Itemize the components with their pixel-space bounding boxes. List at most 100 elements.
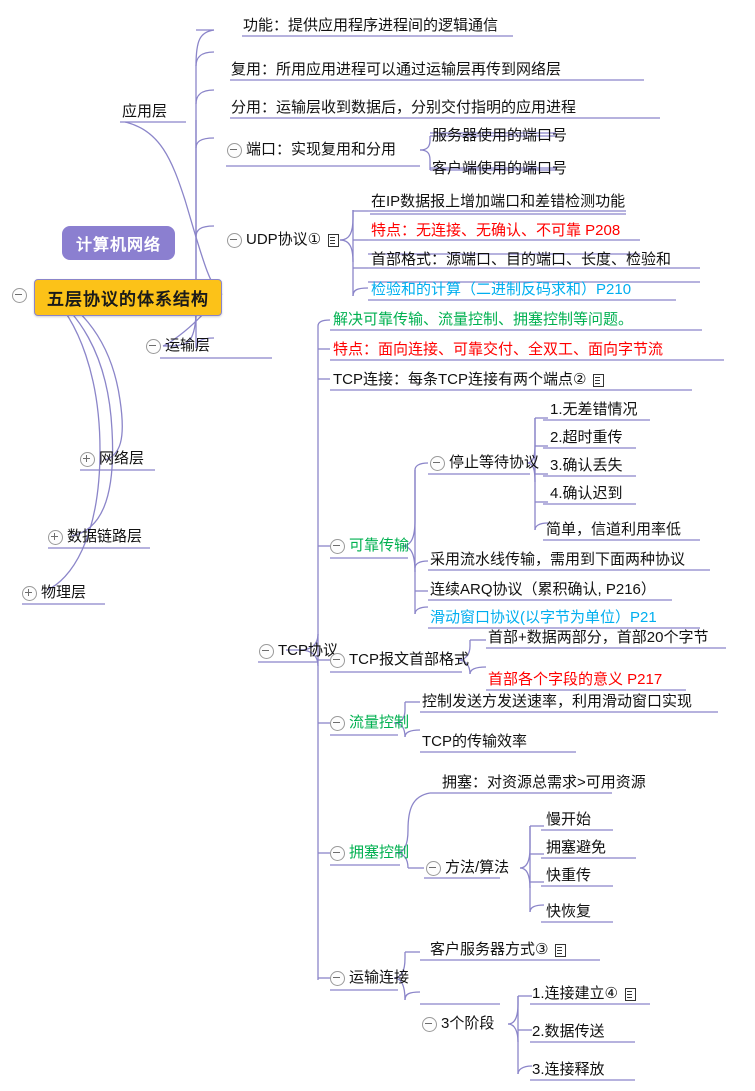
node-application-layer[interactable]: 应用层 [122, 100, 167, 124]
node-three-phases[interactable]: 3个阶段 [422, 1012, 494, 1036]
tcp-child-0-label: 解决可靠传输、流量控制、拥塞控制等问题。 [333, 311, 634, 328]
node-transport-connection[interactable]: 运输连接 [330, 966, 409, 990]
node-method-2[interactable]: 快重传 [546, 864, 591, 888]
transport-demultiplex-label: 分用：运输层收到数据后，分别交付指明的应用进程 [231, 99, 577, 116]
reliable-transmission-label: 可靠传输 [349, 537, 410, 554]
node-reliable-other-0[interactable]: 采用流水线传输，需用到下面两种协议 [430, 548, 685, 572]
congestion-control-toggle[interactable] [330, 845, 345, 861]
node-transport-multiplex[interactable]: 复用：所用应用进程可以通过运输层再传到网络层 [231, 58, 561, 82]
note-icon[interactable] [593, 373, 605, 387]
node-tcp-protocol[interactable]: TCP协议 [259, 639, 338, 663]
network-layer-toggle[interactable] [80, 451, 95, 467]
application-layer-label: 应用层 [122, 103, 168, 120]
node-phase-2[interactable]: 3.连接释放 [532, 1058, 605, 1082]
node-transport-layer[interactable]: 运输层 [146, 334, 210, 358]
tcp-header-toggle[interactable] [330, 652, 345, 668]
stopwait-child-4-label: 简单，信道利用率低 [546, 521, 682, 538]
transport-layer-toggle[interactable] [146, 338, 161, 354]
transport-multiplex-label: 复用：所用应用进程可以通过运输层再传到网络层 [231, 61, 562, 78]
node-tcp-header-format[interactable]: TCP报文首部格式 [330, 648, 469, 672]
node-phase-1[interactable]: 2.数据传送 [532, 1020, 605, 1044]
tcp-header-label: TCP报文首部格式 [349, 651, 470, 668]
udp-toggle[interactable] [227, 232, 242, 248]
cloud-node-computer-network[interactable]: 计算机网络 [62, 226, 176, 260]
node-physical-layer[interactable]: 物理层 [22, 581, 86, 605]
method-1-label: 拥塞避免 [546, 839, 607, 856]
node-flow-child-0[interactable]: 控制发送方发送速率，利用滑动窗口实现 [422, 690, 692, 714]
congestion-methods-label: 方法/算法 [445, 859, 510, 876]
node-udp-child-0[interactable]: 在IP数据报上增加端口和差错检测功能 [371, 190, 625, 214]
note-icon[interactable] [555, 943, 567, 957]
port-label: 端口：实现复用和分用 [246, 141, 397, 158]
phase-0-label: 1.连接建立④ [532, 985, 618, 1002]
node-transport-demultiplex[interactable]: 分用：运输层收到数据后，分别交付指明的应用进程 [231, 96, 576, 120]
node-stopwait-child-2[interactable]: 3.确认丢失 [550, 454, 623, 478]
flow-control-toggle[interactable] [330, 715, 345, 731]
node-congestion-control[interactable]: 拥塞控制 [330, 841, 409, 865]
udp-child-0-label: 在IP数据报上增加端口和差错检测功能 [371, 193, 626, 210]
node-datalink-layer[interactable]: 数据链路层 [48, 525, 142, 549]
node-congestion-child-0[interactable]: 拥塞：对资源总需求>可用资源 [442, 771, 646, 795]
congestion-child-0-label: 拥塞：对资源总需求>可用资源 [442, 774, 646, 791]
node-network-layer[interactable]: 网络层 [80, 447, 144, 471]
node-tcp-header-child-1[interactable]: 首部各个字段的意义 P217 [488, 668, 662, 692]
node-reliable-other-1[interactable]: 连续ARQ协议（累积确认, P216） [430, 578, 656, 602]
node-tcp-header-child-0[interactable]: 首部+数据两部分，首部20个字节 [488, 626, 708, 650]
tcp-toggle[interactable] [259, 643, 274, 659]
node-udp-protocol[interactable]: UDP协议① [227, 228, 340, 252]
node-tcp-child-2[interactable]: TCP连接：每条TCP连接有两个端点② [333, 368, 605, 392]
root-node-five-layer-architecture[interactable]: 五层协议的体系结构 [34, 279, 222, 316]
tcp-label: TCP协议 [278, 642, 339, 659]
node-stopwait-child-4[interactable]: 简单，信道利用率低 [546, 518, 681, 542]
port-client-label: 客户端使用的端口号 [432, 160, 568, 177]
note-icon[interactable] [328, 233, 340, 247]
datalink-layer-toggle[interactable] [48, 529, 63, 545]
congestion-methods-toggle[interactable] [426, 860, 441, 876]
tcp-child-1-label: 特点：面向连接、可靠交付、全双工、面向字节流 [333, 341, 664, 358]
transport-layer-label: 运输层 [165, 337, 211, 354]
node-stopwait-child-0[interactable]: 1.无差错情况 [550, 398, 638, 422]
connection-child-0-label: 客户服务器方式③ [430, 941, 549, 958]
node-tcp-child-0[interactable]: 解决可靠传输、流量控制、拥塞控制等问题。 [333, 308, 633, 332]
node-flow-child-1[interactable]: TCP的传输效率 [422, 730, 527, 754]
udp-child-3-label: 检验和的计算（二进制反码求和）P210 [371, 281, 632, 298]
physical-layer-label: 物理层 [41, 584, 87, 601]
tcp-header-child-1-label: 首部各个字段的意义 P217 [488, 671, 663, 688]
reliable-transmission-toggle[interactable] [330, 538, 345, 554]
udp-child-2-label: 首部格式：源端口、目的端口、长度、检验和 [371, 251, 672, 268]
node-transport-function[interactable]: 功能：提供应用程序进程间的逻辑通信 [243, 14, 498, 38]
node-method-0[interactable]: 慢开始 [546, 808, 591, 832]
transport-connection-toggle[interactable] [330, 970, 345, 986]
node-stop-and-wait[interactable]: 停止等待协议 [430, 451, 539, 475]
stop-and-wait-toggle[interactable] [430, 455, 445, 471]
node-stopwait-child-3[interactable]: 4.确认迟到 [550, 482, 623, 506]
node-reliable-other-2[interactable]: 滑动窗口协议(以字节为单位）P21 [430, 606, 657, 630]
note-icon[interactable] [624, 987, 636, 1001]
node-transport-port[interactable]: 端口：实现复用和分用 [227, 138, 396, 162]
node-port-client[interactable]: 客户端使用的端口号 [432, 157, 567, 181]
node-tcp-child-1[interactable]: 特点：面向连接、可靠交付、全双工、面向字节流 [333, 338, 663, 362]
node-connection-child-0[interactable]: 客户服务器方式③ [430, 938, 567, 962]
node-flow-control[interactable]: 流量控制 [330, 711, 409, 735]
node-udp-child-1[interactable]: 特点：无连接、无确认、不可靠 P208 [371, 219, 620, 243]
physical-layer-toggle[interactable] [22, 585, 37, 601]
node-method-1[interactable]: 拥塞避免 [546, 836, 606, 860]
node-port-server[interactable]: 服务器使用的端口号 [432, 124, 567, 148]
stopwait-child-3-label: 4.确认迟到 [550, 485, 623, 502]
node-stopwait-child-1[interactable]: 2.超时重传 [550, 426, 623, 450]
root-label: 五层协议的体系结构 [47, 290, 209, 309]
three-phases-toggle[interactable] [422, 1016, 437, 1032]
node-method-3[interactable]: 快恢复 [546, 900, 591, 924]
node-udp-child-2[interactable]: 首部格式：源端口、目的端口、长度、检验和 [371, 248, 671, 272]
network-layer-label: 网络层 [99, 450, 145, 467]
node-udp-child-3[interactable]: 检验和的计算（二进制反码求和）P210 [371, 278, 631, 302]
transport-function-label: 功能：提供应用程序进程间的逻辑通信 [243, 17, 499, 34]
port-toggle[interactable] [227, 142, 242, 158]
node-congestion-methods[interactable]: 方法/算法 [426, 856, 509, 880]
node-reliable-transmission[interactable]: 可靠传输 [330, 534, 409, 558]
flow-child-0-label: 控制发送方发送速率，利用滑动窗口实现 [422, 693, 693, 710]
node-phase-0[interactable]: 1.连接建立④ [532, 982, 636, 1006]
stopwait-child-1-label: 2.超时重传 [550, 429, 623, 446]
root-collapse-toggle[interactable] [12, 287, 27, 303]
flow-child-1-label: TCP的传输效率 [422, 733, 528, 750]
